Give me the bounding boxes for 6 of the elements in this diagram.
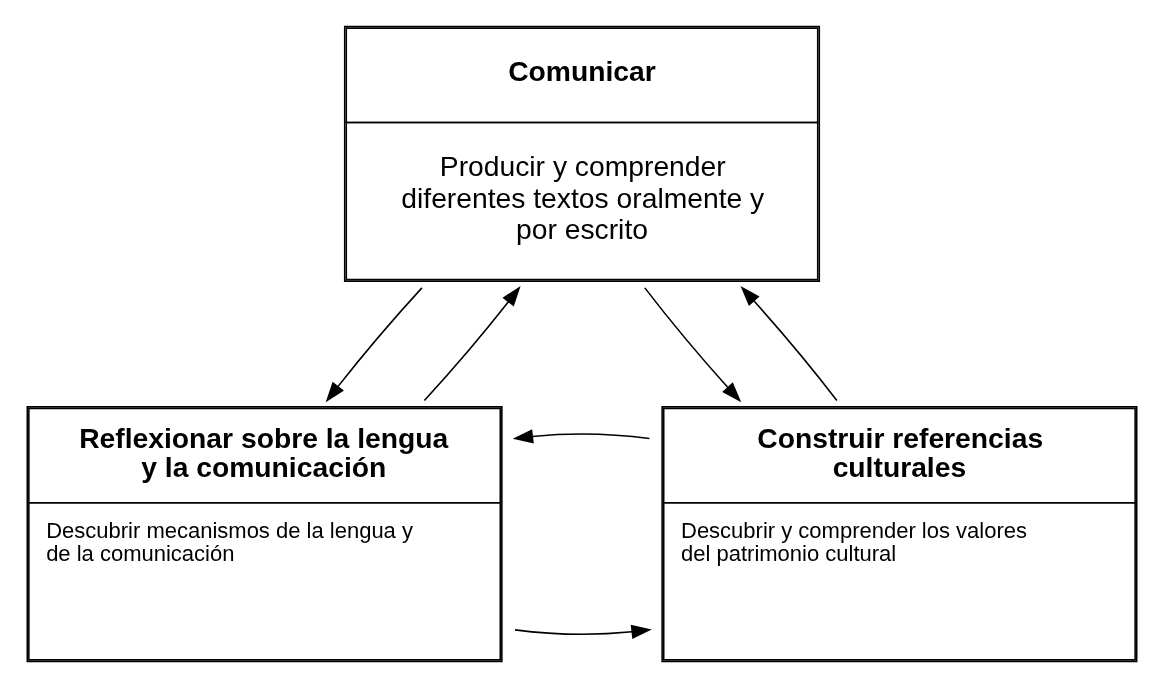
- arrow: [325, 287, 423, 403]
- arrow: [644, 287, 742, 403]
- arrow: [514, 624, 652, 639]
- arrow: [512, 429, 651, 444]
- arrow: [423, 286, 521, 402]
- arrow: [740, 286, 838, 402]
